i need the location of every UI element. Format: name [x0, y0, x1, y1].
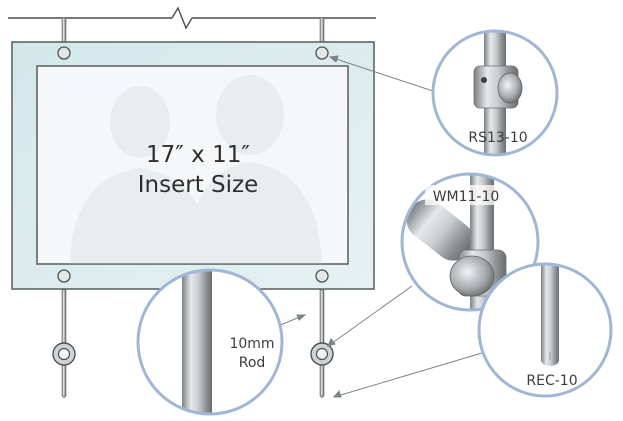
- callout-rec-10: REC-10: [477, 262, 613, 398]
- insert-area: 17″ x 11″ Insert Size: [36, 65, 349, 265]
- zigzag-break-icon: [171, 6, 193, 30]
- label-rs13-10: RS13-10: [468, 130, 527, 146]
- label-rod-size: 10mm: [229, 336, 274, 352]
- circle-standoff-icon: [315, 46, 329, 60]
- callout-wm11-10: WM11-10: [400, 172, 540, 312]
- circle-standoff-icon: [57, 269, 71, 283]
- ring-gripper-icon: [52, 342, 76, 366]
- callout-rs13-10: RS13-10: [431, 29, 559, 157]
- circle-standoff-icon: [57, 46, 71, 60]
- label-rod: Rod: [239, 355, 266, 371]
- insert-size-dimensions: 17″ x 11″: [146, 142, 250, 168]
- circle-standoff-icon: [315, 269, 329, 283]
- ring-gripper-icon: [310, 342, 334, 366]
- insert-size-caption: Insert Size: [138, 172, 259, 198]
- ceiling-line: [8, 6, 376, 30]
- silhouette-image: [70, 75, 322, 264]
- label-wm11-10: WM11-10: [433, 189, 500, 205]
- label-rec-10: REC-10: [526, 373, 577, 389]
- pointer-lines: [277, 55, 483, 398]
- callout-10mm-rod: 10mm Rod: [136, 268, 284, 416]
